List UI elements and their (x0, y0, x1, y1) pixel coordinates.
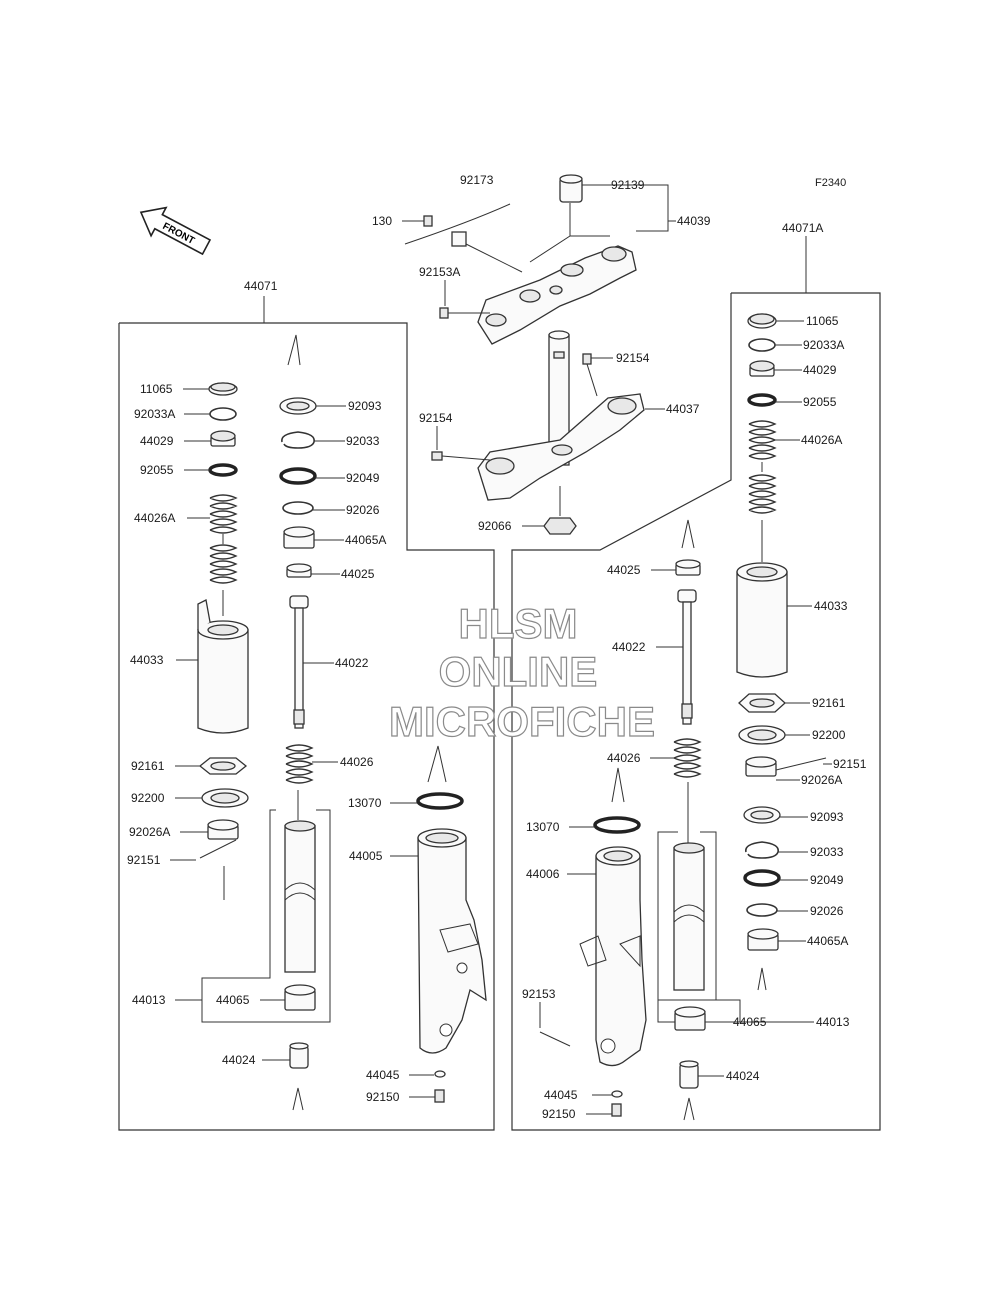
label-left-92150: 92150 (366, 1090, 400, 1104)
watermark-line-2: ONLINE (439, 648, 598, 695)
label-right-44065A: 44065A (807, 934, 848, 948)
label-left-92033: 92033 (346, 434, 380, 448)
label-right-13070: 13070 (526, 820, 560, 834)
watermark-line-1: HLSM (459, 600, 578, 647)
label-92153A: 92153A (419, 265, 460, 279)
left-spring-44026A (209, 494, 238, 584)
label-44071A: 44071A (782, 221, 823, 235)
label-right-92026: 92026 (810, 904, 844, 918)
right-spring-44026A (748, 420, 777, 514)
nut-92066 (543, 517, 577, 535)
left-damper-rod-44022 (294, 607, 304, 729)
label-right-44065: 44065 (733, 1015, 767, 1029)
label-left-92093: 92093 (348, 399, 382, 413)
left-fork-assembly (118, 296, 495, 1131)
label-right-92153: 92153 (522, 987, 556, 1001)
label-right-44013: 44013 (816, 1015, 850, 1029)
label-right-92151: 92151 (833, 757, 867, 771)
label-left-44026A: 44026A (134, 511, 175, 525)
label-left-44029: 44029 (140, 434, 174, 448)
figure-ref: F2340 (815, 177, 846, 189)
upper-bracket-44039 (477, 245, 637, 345)
watermark: HLSM ONLINE MICROFICHE (388, 599, 655, 745)
label-right-44029: 44029 (803, 363, 837, 377)
label-right-92033: 92033 (810, 845, 844, 859)
right-outer-tube-44006 (595, 855, 647, 1067)
right-cover-44033 (736, 571, 788, 678)
label-92154-upper: 92154 (616, 351, 650, 365)
right-inner-tube (673, 847, 705, 991)
label-left-44024: 44024 (222, 1053, 256, 1067)
label-44039: 44039 (677, 214, 711, 228)
label-left-44033: 44033 (130, 653, 164, 667)
right-damper-rod-44022 (682, 601, 692, 725)
label-right-44026A: 44026A (801, 433, 842, 447)
label-left-44045: 44045 (366, 1068, 400, 1082)
label-left-13070: 13070 (348, 796, 382, 810)
label-right-92150: 92150 (542, 1107, 576, 1121)
label-left-44025: 44025 (341, 567, 375, 581)
bolt-130 (423, 215, 433, 227)
label-right-44033: 44033 (814, 599, 848, 613)
upper-bracket-group (402, 174, 676, 345)
label-left-92200: 92200 (131, 791, 165, 805)
label-right-44006: 44006 (526, 867, 560, 881)
label-right-92200: 92200 (812, 728, 846, 742)
left-inner-tube (284, 825, 316, 973)
label-right-44022: 44022 (612, 640, 646, 654)
label-92154-lower: 92154 (419, 411, 453, 425)
label-right-11065: 11065 (806, 314, 839, 328)
label-92066: 92066 (478, 519, 512, 533)
label-right-92033A: 92033A (803, 338, 844, 352)
front-arrow-icon: FRONT (139, 206, 212, 256)
label-right-92093: 92093 (810, 810, 844, 824)
label-92139: 92139 (611, 178, 645, 192)
label-left-92033A: 92033A (134, 407, 175, 421)
label-left-44013: 44013 (132, 993, 166, 1007)
label-right-92161: 92161 (812, 696, 846, 710)
left-outer-tube-44005 (417, 837, 487, 1054)
label-92173: 92173 (460, 173, 494, 187)
label-right-44045: 44045 (544, 1088, 578, 1102)
label-left-44026: 44026 (340, 755, 374, 769)
label-44037: 44037 (666, 402, 700, 416)
label-left-44065: 44065 (216, 993, 250, 1007)
label-left-44065A: 44065A (345, 533, 386, 547)
label-right-44026: 44026 (607, 751, 641, 765)
label-left-44022: 44022 (335, 656, 369, 670)
cable-holder (451, 231, 467, 247)
label-44071: 44071 (244, 279, 278, 293)
label-left-44005: 44005 (349, 849, 383, 863)
label-left-92161: 92161 (131, 759, 165, 773)
label-left-92055: 92055 (140, 463, 174, 477)
right-fork-assembly (511, 236, 881, 1131)
label-right-92049: 92049 (810, 873, 844, 887)
label-left-92026A: 92026A (129, 825, 170, 839)
label-right-44024: 44024 (726, 1069, 760, 1083)
label-right-92055: 92055 (803, 395, 837, 409)
label-left-92151: 92151 (127, 853, 161, 867)
label-right-44025: 44025 (607, 563, 641, 577)
watermark-line-3: MICROFICHE (389, 698, 655, 745)
label-left-92026: 92026 (346, 503, 380, 517)
label-right-92026A: 92026A (801, 773, 842, 787)
label-left-92049: 92049 (346, 471, 380, 485)
lower-bracket-group (431, 330, 665, 535)
label-left-11065: 11065 (140, 382, 173, 396)
left-cover-44033 (197, 629, 249, 734)
label-130: 130 (372, 214, 392, 228)
